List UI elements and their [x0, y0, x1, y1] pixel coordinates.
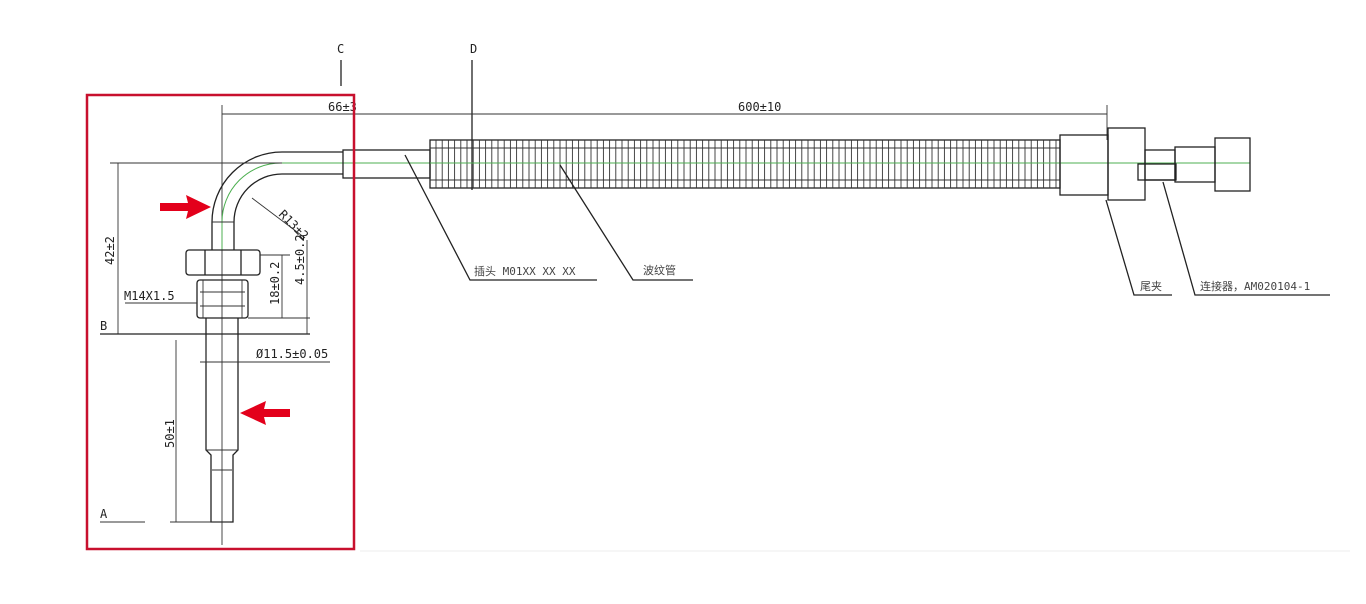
hex-nut	[185, 249, 261, 276]
callout-connector-leader	[1162, 181, 1330, 296]
red-arrow-right-icon	[160, 195, 211, 219]
elbow-tube	[211, 151, 430, 250]
dim-thread: M14X1.5	[124, 289, 175, 303]
dim-probe-length: 50±1	[163, 419, 177, 448]
sleeve	[342, 149, 431, 179]
callout-bellows: 波纹管	[643, 263, 676, 277]
dim-height: 42±2	[103, 236, 117, 265]
marker-c: C	[337, 42, 344, 56]
dim-nut-offset: 4.5±0.2	[293, 234, 307, 285]
connector-assembly	[1059, 127, 1251, 201]
dim-thread-length: 18±0.2	[268, 262, 282, 305]
highlight-box	[85, 93, 356, 551]
callout-sleeve: 插头 M01XX XX XX	[474, 264, 576, 278]
dim-diameter: Ø11.5±0.05	[256, 347, 328, 361]
callout-bellows-leader	[559, 164, 693, 281]
thread-section	[196, 279, 249, 319]
callout-sleeve-leader	[404, 154, 597, 281]
callout-connector: 连接器，AM020104-1	[1200, 280, 1310, 293]
marker-b: B	[100, 319, 107, 333]
callout-clamp: 尾夹	[1140, 280, 1162, 293]
callout-clamp-leader	[1105, 199, 1172, 296]
dim-elbow-length: 66±3	[328, 100, 357, 114]
corrugated-bellows	[429, 139, 1061, 189]
radius-leader	[251, 197, 306, 239]
red-arrow-left-icon	[240, 401, 290, 425]
marker-a: A	[100, 507, 108, 521]
dim-hose-length: 600±10	[738, 100, 781, 114]
marker-d: D	[470, 42, 477, 56]
